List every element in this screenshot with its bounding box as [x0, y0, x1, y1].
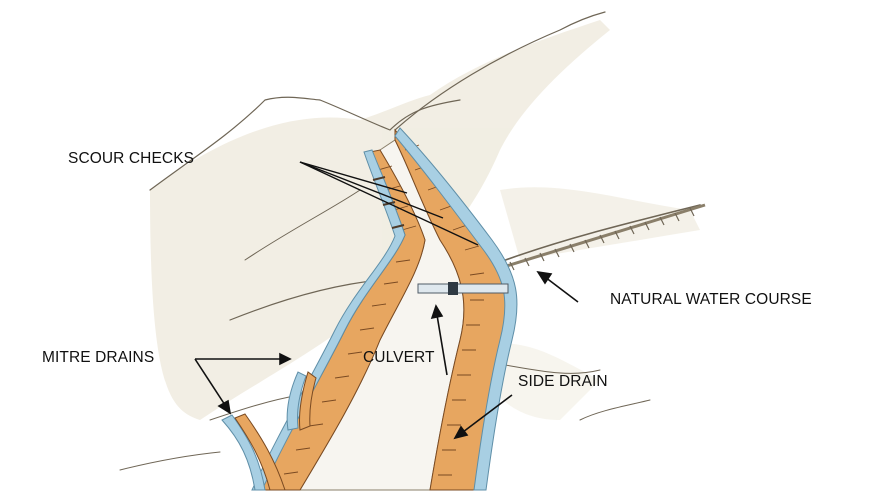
- label-side-drain: SIDE DRAIN: [518, 373, 608, 391]
- label-natural-water-course: NATURAL WATER COURSE: [610, 291, 812, 309]
- label-mitre-drains: MITRE DRAINS: [42, 349, 154, 367]
- label-culvert: CULVERT: [363, 349, 435, 367]
- culvert: [418, 282, 508, 295]
- label-scour-checks: SCOUR CHECKS: [68, 150, 194, 168]
